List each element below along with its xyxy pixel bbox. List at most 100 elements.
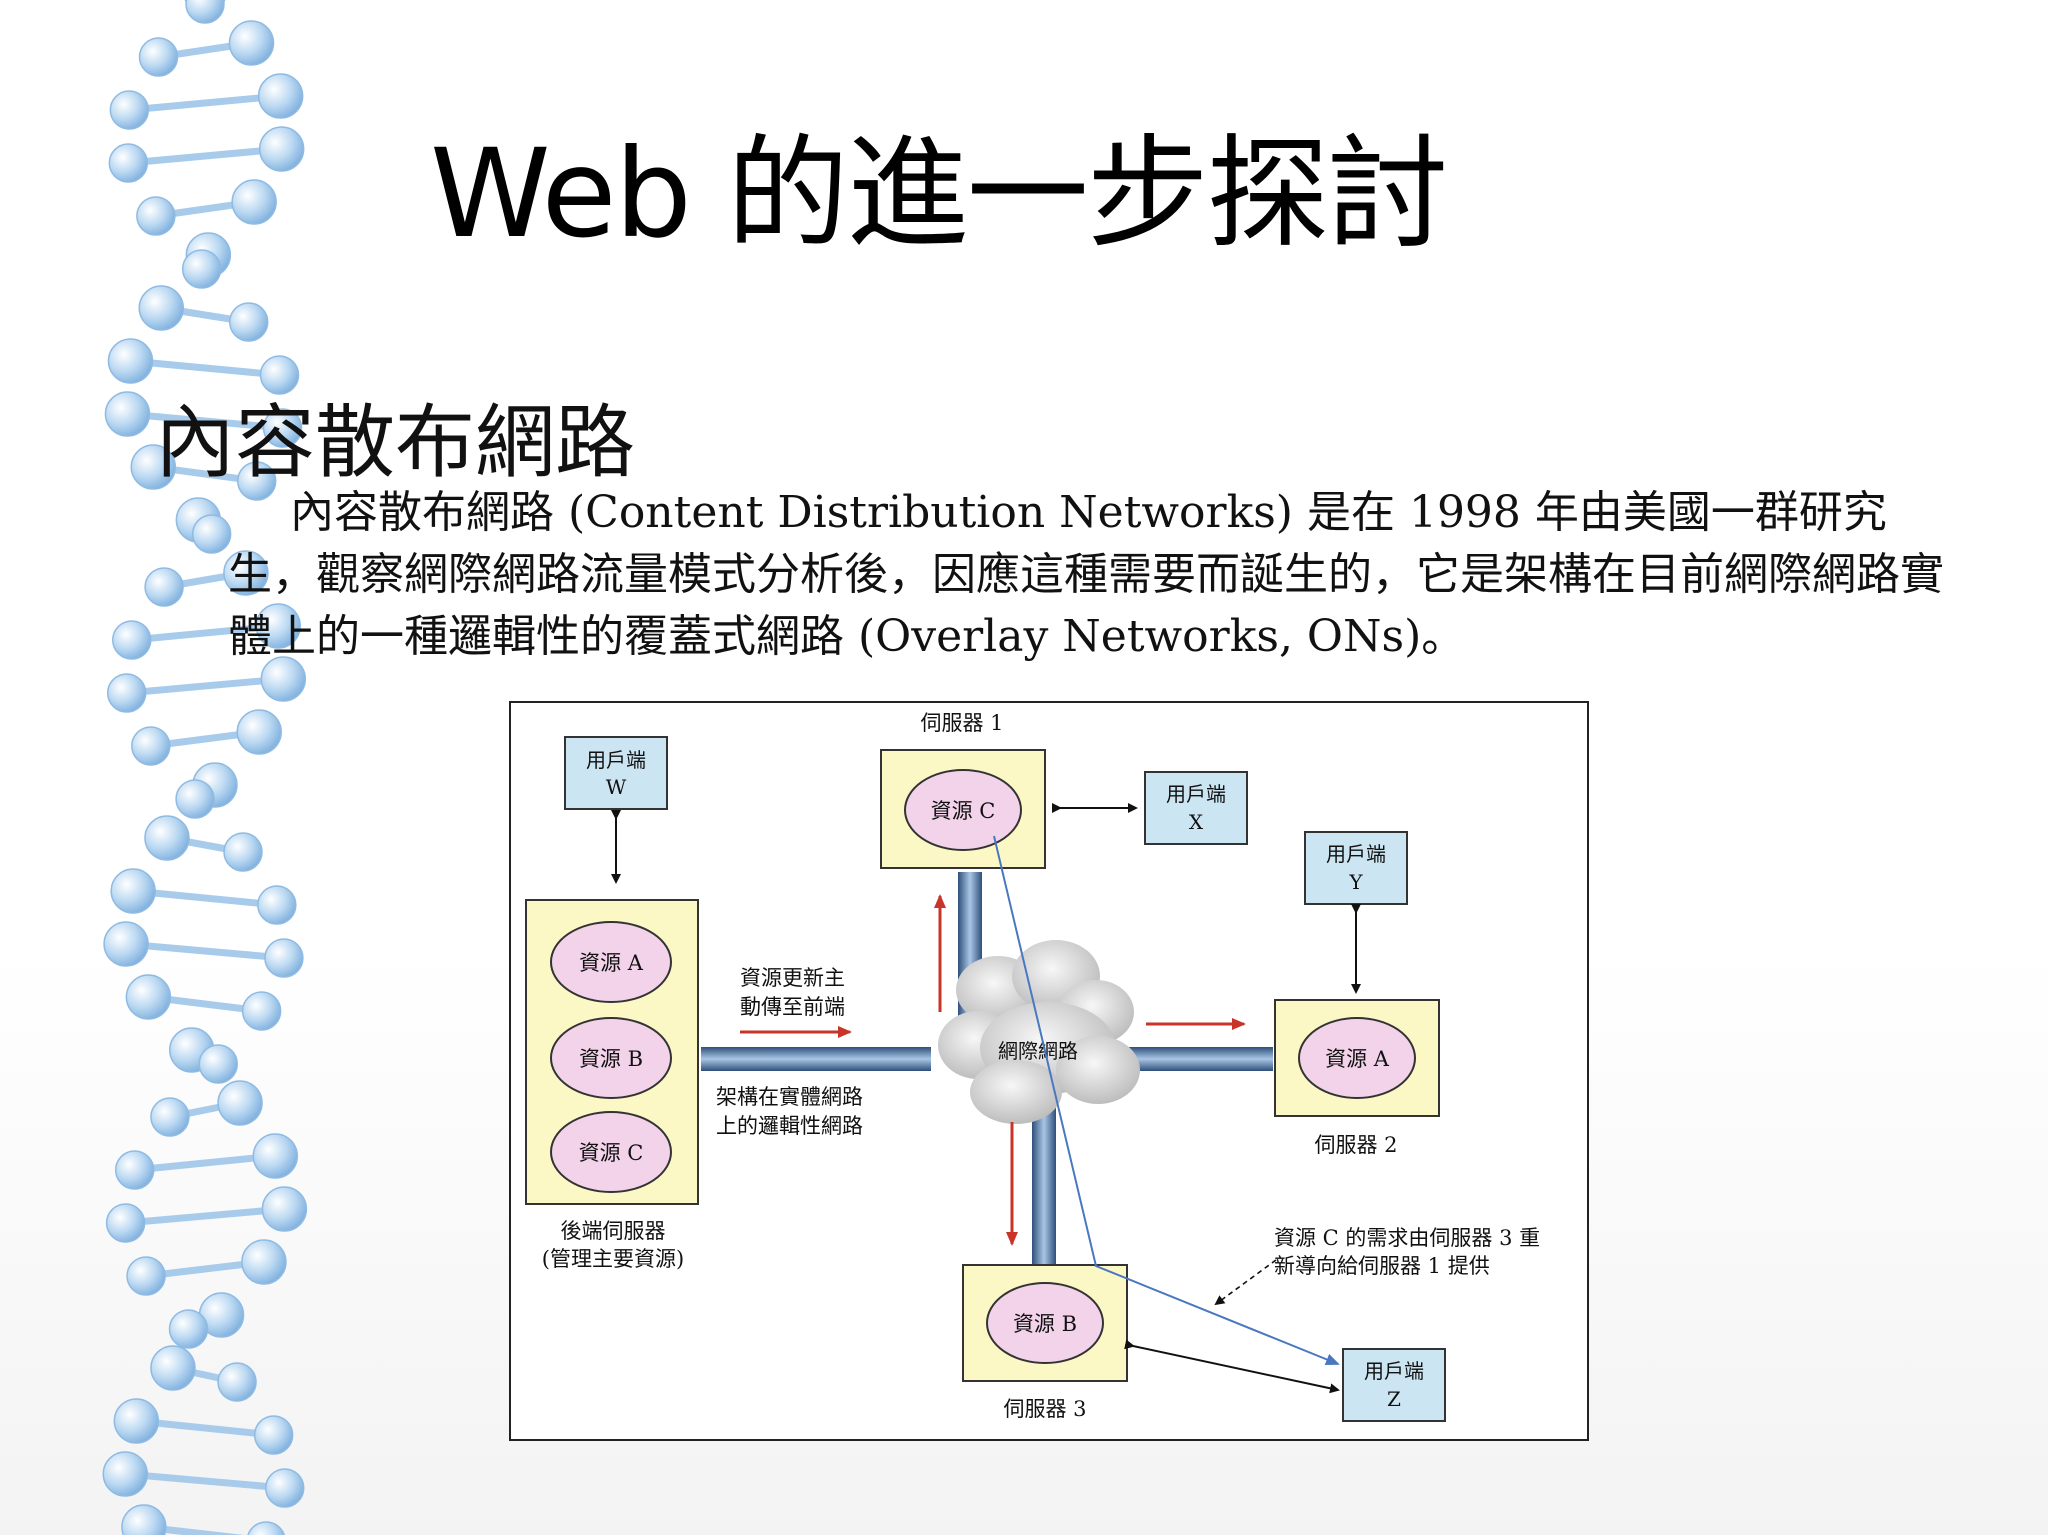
client-w-box <box>564 736 668 810</box>
dna-bead <box>223 832 263 872</box>
backend-sublabel: (管理主要資源) <box>542 1247 684 1271</box>
backend-resource-a-label: 資源 A <box>579 951 644 975</box>
backend-label: 後端伺服器 <box>561 1219 666 1243</box>
backend-resource-c <box>550 1111 672 1193</box>
dna-bead <box>264 1468 305 1508</box>
client-w-label: 用戶端 <box>586 748 646 772</box>
client-w-id: W <box>606 775 627 799</box>
backend-resource-c-label: 資源 C <box>579 1141 644 1165</box>
client-x-box <box>1144 771 1248 845</box>
dna-bead <box>236 709 282 755</box>
backend-resource-b-label: 資源 B <box>579 1047 643 1071</box>
dna-bead <box>259 355 300 395</box>
dna-bead <box>110 868 156 914</box>
dna-bead <box>191 514 232 554</box>
dna-bead <box>217 1362 257 1402</box>
dna-bead <box>260 656 307 702</box>
push-note-line1: 資源更新主 <box>740 966 845 990</box>
dna-bead <box>247 1521 285 1535</box>
redirect-note-pointer <box>1214 1259 1277 1306</box>
dna-bead <box>261 1186 308 1232</box>
server1-label: 伺服器 1 <box>920 711 1003 735</box>
cdn-diagram: 網際網路 用戶端 W 資源 A 資源 B 資源 C 後端伺服器 (管理主要資源)… <box>509 701 1589 1441</box>
client-x-label: 用戶端 <box>1166 782 1226 806</box>
dna-bead <box>138 37 179 77</box>
dna-bead <box>181 249 222 289</box>
dna-bead <box>228 302 269 342</box>
dna-rung <box>127 410 283 432</box>
dna-bead <box>223 550 269 596</box>
dna-strand-decoration <box>102 0 308 1535</box>
dna-bead <box>264 938 304 978</box>
dna-bead <box>257 885 297 925</box>
dna-bead <box>258 126 305 172</box>
dna-bead <box>144 567 184 607</box>
client-z-box <box>1342 1348 1446 1422</box>
dna-rung <box>135 1417 275 1439</box>
dna-rung <box>129 92 281 114</box>
dna-bead <box>138 285 185 331</box>
dna-rung <box>131 622 279 644</box>
client-y-box <box>1304 831 1408 905</box>
server1-resource-c <box>904 769 1022 851</box>
internet-label: 網際網路 <box>998 1039 1078 1063</box>
server3-label: 伺服器 3 <box>1003 1397 1086 1421</box>
dna-bead <box>228 20 275 66</box>
section-heading: 內容散布網路 <box>155 396 635 489</box>
server2-resource-a-label: 資源 A <box>1325 1047 1390 1071</box>
dna-bead <box>255 603 301 649</box>
dna-bead <box>241 991 282 1031</box>
dna-bead <box>125 974 172 1020</box>
dna-bead <box>131 726 171 766</box>
redirect-note-line2: 新導向給伺服器 1 提供 <box>1274 1254 1490 1278</box>
dna-bead <box>112 620 152 660</box>
push-note-line2: 動傳至前端 <box>740 995 845 1019</box>
backend-resource-b <box>550 1017 672 1099</box>
dna-rung <box>125 940 285 962</box>
dna-bead <box>217 1080 263 1126</box>
dna-bead <box>114 1150 155 1190</box>
server1-resource-c-label: 資源 C <box>931 799 996 823</box>
server3-resource-b <box>986 1282 1104 1364</box>
body-paragraph: 內容散布網路 (Content Distribution Networks) 是… <box>228 487 1944 662</box>
dna-bead <box>198 1044 238 1084</box>
client-y-label: 用戶端 <box>1326 842 1386 866</box>
internet-cloud <box>938 940 1140 1124</box>
dna-bead <box>107 338 154 384</box>
dna-bead <box>113 1398 160 1444</box>
server3-resource-b-label: 資源 B <box>1013 1312 1077 1336</box>
dna-rung <box>124 1470 286 1492</box>
dna-bead <box>257 73 304 119</box>
pipe-backend <box>701 1047 931 1071</box>
dna-rung <box>128 145 282 167</box>
dna-bead <box>144 815 190 861</box>
server2-resource-a <box>1298 1017 1416 1099</box>
dna-bead <box>130 444 177 490</box>
dna-bead <box>231 179 277 225</box>
dna-rung <box>126 675 284 697</box>
dna-bead <box>121 1504 167 1535</box>
dna-bead <box>106 673 147 713</box>
redirect-blue-path <box>993 835 1340 1366</box>
dna-rung <box>130 357 280 379</box>
redirect-note-line1: 資源 C 的需求由伺服器 3 重 <box>1274 1226 1540 1250</box>
dna-bead <box>104 391 151 437</box>
dna-rung <box>134 1152 276 1174</box>
dna-bead <box>103 921 149 967</box>
client-z-label: 用戶端 <box>1364 1359 1424 1383</box>
dna-bead <box>241 1239 287 1285</box>
dna-bead <box>102 1451 149 1497</box>
dna-bead <box>126 1256 166 1296</box>
arrow-server3-z <box>1124 1339 1340 1394</box>
logical-note-line1: 架構在實體網路 <box>716 1085 863 1109</box>
dna-bead <box>136 196 176 236</box>
dna-rung <box>132 887 278 909</box>
server2-label: 伺服器 2 <box>1314 1133 1397 1157</box>
dna-bead <box>150 1345 196 1391</box>
dna-bead <box>236 461 277 501</box>
dna-bead <box>105 1203 146 1243</box>
dna-bead <box>185 0 225 24</box>
slide-title: Web 的進一步探討 <box>430 123 1449 265</box>
dna-bead <box>109 90 150 130</box>
dna-bead <box>168 1309 209 1349</box>
